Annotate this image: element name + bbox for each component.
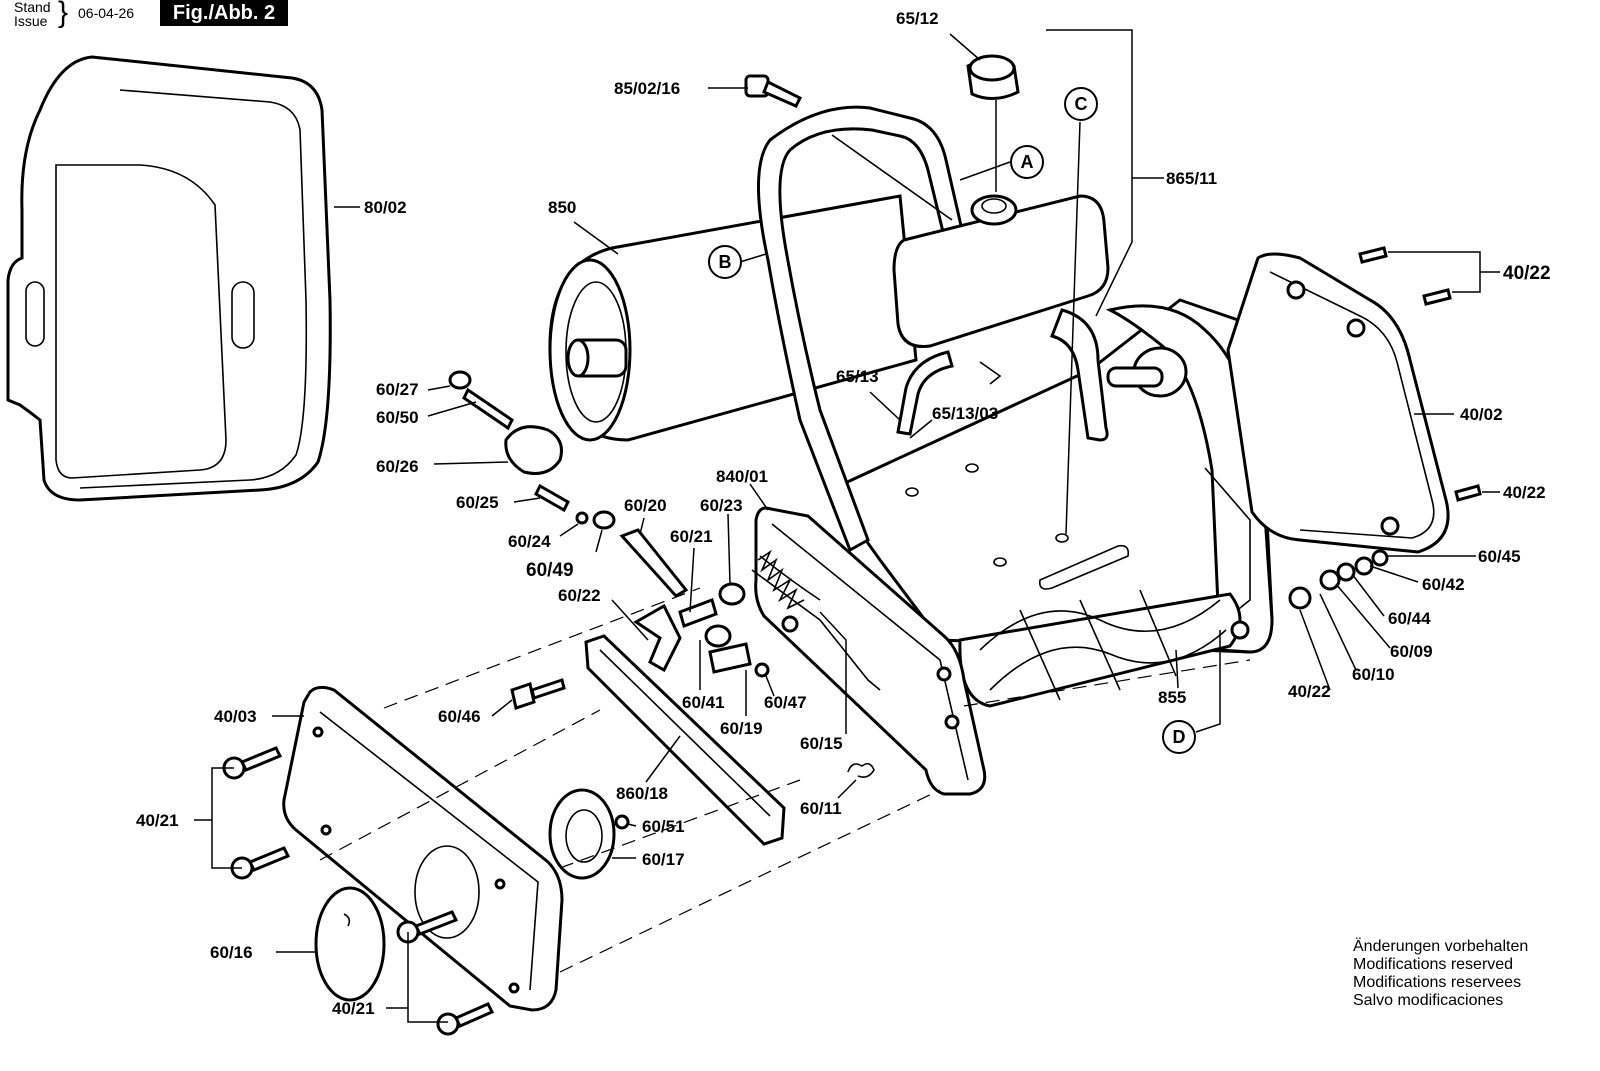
fuel-cap [966, 54, 1020, 100]
part-label: 40/02 [1460, 405, 1503, 424]
notice-es: Salvo modificaciones [1353, 992, 1504, 1009]
figure-title: Fig./Abb. 2 [160, 0, 288, 26]
part-label: 60/17 [642, 850, 685, 869]
part-label: 60/15 [800, 734, 843, 753]
bracket [633, 603, 682, 673]
issue-label: Issue [14, 13, 48, 29]
plate [708, 642, 752, 674]
part-label: 65/13 [836, 367, 879, 386]
part-label: 60/45 [1478, 547, 1521, 566]
notice-en: Modifications reserved [1353, 956, 1514, 973]
part-label: 60/09 [1390, 642, 1433, 661]
cutting-cylinder [958, 589, 1250, 708]
part-label: 60/19 [720, 719, 763, 738]
round-cap [314, 886, 386, 1002]
part-label: 60/49 [526, 560, 574, 581]
part-label: 65/12 [896, 9, 939, 28]
part-label: 60/16 [210, 943, 253, 962]
callout-b: B [708, 245, 742, 279]
part-label: 865/11 [1166, 169, 1218, 188]
part-label: 60/22 [558, 586, 601, 605]
bottom-blade [584, 634, 786, 846]
part-label: 60/50 [376, 408, 419, 427]
part-label: 60/41 [682, 693, 725, 712]
part-label: 60/26 [376, 457, 419, 476]
cap-mark [343, 913, 351, 927]
part-label: 840/01 [716, 467, 768, 486]
part-label: 40/22 [1503, 483, 1546, 502]
callout-d: D [1162, 720, 1196, 754]
part-label: 40/03 [214, 707, 257, 726]
part-label: 40/21 [136, 811, 179, 830]
motor-cylinder [548, 194, 918, 442]
part-label: 60/46 [438, 707, 481, 726]
callout-c: C [1064, 87, 1098, 121]
part-label: 60/23 [700, 496, 743, 515]
part-label: 40/22 [1503, 263, 1551, 284]
part-label: 80/02 [364, 198, 407, 217]
disc-inner [565, 809, 603, 863]
issue-date: 06-04-26 [78, 5, 135, 21]
small-nut [754, 662, 770, 678]
small-washer [614, 814, 630, 830]
side-cover-right [1226, 252, 1450, 554]
part-label: 60/47 [764, 693, 807, 712]
spring [757, 549, 805, 610]
handle-screw [744, 74, 803, 108]
small-spring [847, 762, 875, 778]
grass-box-cover [6, 55, 332, 502]
part-label: 60/24 [508, 532, 551, 551]
bolt-60-46 [510, 678, 566, 710]
part-label: 85/02/16 [614, 79, 681, 98]
part-label: 60/51 [642, 817, 685, 836]
part-label: 65/13/03 [932, 404, 999, 423]
adjuster-bolt [619, 528, 689, 598]
side-plate-left [751, 506, 987, 796]
part-label: 60/25 [456, 493, 499, 512]
pin [678, 598, 718, 628]
callout-a: A [1010, 145, 1044, 179]
fuel-hose [896, 350, 954, 436]
part-label: 40/21 [332, 999, 375, 1018]
cover-plate-left [282, 685, 564, 1012]
leader-lines [194, 29, 1500, 1023]
assembly-lines [319, 587, 1251, 973]
washer [704, 624, 732, 648]
part-label: 850 [548, 198, 577, 217]
part-label: 60/42 [1422, 575, 1465, 594]
part-label: 40/22 [1288, 682, 1331, 701]
fuel-tank [892, 194, 1110, 349]
bottom-blade-edge [599, 649, 771, 817]
brace-icon: } [58, 0, 69, 29]
part-label: 855 [1158, 688, 1187, 707]
part-label: 60/11 [800, 799, 842, 818]
hose-clip [979, 361, 1002, 385]
nut [718, 582, 746, 606]
part-label: 60/44 [1388, 609, 1431, 628]
part-label: 60/21 [670, 527, 713, 546]
modifications-notice: Änderungen vorbehalten Modifications res… [1353, 938, 1528, 1010]
stand-label: Stand [14, 0, 51, 15]
part-label: 860/18 [616, 784, 668, 803]
notice-fr: Modifications reservees [1353, 974, 1522, 991]
mower-housing [827, 298, 1274, 654]
adjuster-knob [448, 370, 616, 530]
notice-de: Änderungen vorbehalten [1353, 938, 1529, 955]
part-label: 60/10 [1352, 665, 1395, 684]
part-label: 60/27 [376, 380, 419, 399]
part-label: 60/20 [624, 496, 667, 515]
disc [548, 788, 616, 880]
